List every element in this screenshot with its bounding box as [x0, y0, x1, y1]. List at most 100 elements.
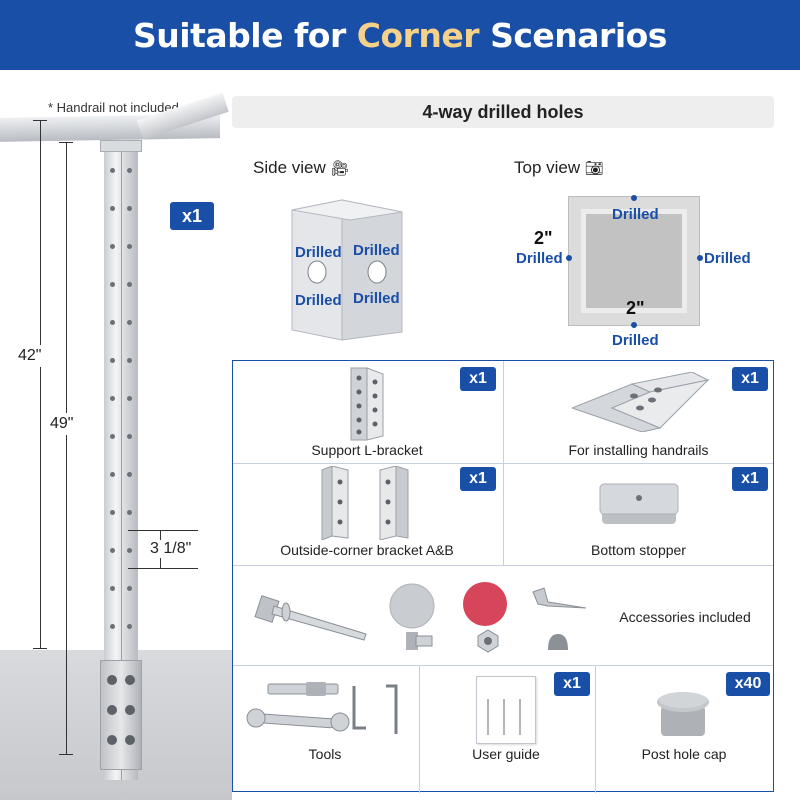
user-guide-label: User guide	[472, 746, 540, 762]
corner-bracket-qty: x1	[460, 467, 496, 491]
camera-icon: 🎥︎	[330, 160, 350, 177]
top-drilled-right: Drilled	[704, 250, 751, 267]
side-drilled-2: Drilled	[353, 242, 400, 259]
dim-42-tick-top	[33, 120, 47, 121]
handrail-plate-qty: x1	[732, 367, 768, 391]
tools-label: Tools	[308, 746, 342, 762]
post-hole	[110, 244, 115, 249]
grid-divider	[503, 361, 504, 565]
tools-image	[246, 682, 398, 734]
post-hole	[110, 168, 115, 173]
camera-icon: 📷︎	[584, 160, 604, 177]
post-hole	[110, 320, 115, 325]
top-dim-left: 2"	[534, 228, 553, 248]
post-hole	[127, 510, 132, 515]
post-hole	[110, 206, 115, 211]
top-drilled-top: Drilled	[612, 206, 659, 223]
post-hole	[110, 358, 115, 363]
side-drilled-1: Drilled	[295, 244, 342, 261]
post-hole	[127, 586, 132, 591]
post-qty-badge: x1	[170, 202, 214, 230]
post-hole	[127, 472, 132, 477]
top-dot	[631, 195, 637, 201]
right-dot	[697, 255, 703, 261]
user-guide-image	[476, 676, 536, 744]
side-drilled-3: Drilled	[295, 292, 342, 309]
top-drilled-bottom: Drilled	[612, 332, 659, 349]
guide-illustration-line	[487, 699, 489, 735]
left-dot	[566, 255, 572, 261]
base-hole	[107, 705, 117, 715]
side-view-graphic	[291, 199, 403, 341]
bottom-dot	[631, 322, 637, 328]
accessories-label: Accessories included	[619, 609, 751, 625]
top-view-inner	[581, 209, 687, 313]
base-plate	[100, 660, 142, 770]
top-view-label: Top view 📷︎	[514, 158, 604, 178]
bottom-stopper-label: Bottom stopper	[591, 542, 686, 558]
guide-illustration-line	[503, 699, 505, 735]
dim-49-label: 49"	[50, 413, 74, 435]
base-hole	[107, 735, 117, 745]
top-drilled-left: Drilled	[516, 250, 563, 267]
base-hole	[107, 675, 117, 685]
title-banner: Suitable for Corner Scenarios	[0, 0, 800, 70]
post-cap-qty: x40	[726, 672, 770, 696]
banner-title: Suitable for Corner Scenarios	[133, 16, 667, 55]
dim-318-tick-bottom	[128, 568, 198, 569]
post-hole	[127, 548, 132, 553]
post-hole	[127, 358, 132, 363]
post-hole	[127, 624, 132, 629]
support-bracket-qty: x1	[460, 367, 496, 391]
dim-318-label: 3 1/8"	[148, 540, 194, 558]
post-hole	[110, 510, 115, 515]
support-bracket-label: Support L-bracket	[311, 442, 423, 458]
dim-42-line	[40, 120, 41, 648]
title-part2: Scenarios	[479, 15, 667, 55]
post-hole	[127, 434, 132, 439]
title-part1: Suitable for	[133, 15, 357, 55]
accessories-image	[254, 582, 587, 653]
bottom-stopper-image	[599, 483, 679, 524]
title-highlight: Corner	[356, 15, 480, 55]
post-hole	[127, 320, 132, 325]
dim-49-tick-top	[59, 142, 73, 143]
top-view-graphic	[568, 196, 700, 326]
corner-bracket-image	[321, 466, 409, 540]
handrail-plate-image	[572, 372, 710, 432]
post-hole	[110, 586, 115, 591]
post-hole	[110, 624, 115, 629]
dim-49-line	[66, 142, 67, 754]
dim-42-tick-bottom	[33, 648, 47, 649]
post-hole	[127, 206, 132, 211]
guide-illustration-line	[519, 699, 521, 735]
holes-title: 4-way drilled holes	[232, 96, 774, 128]
post-top	[100, 140, 142, 152]
post-edge	[121, 140, 122, 780]
dim-49-tick-bottom	[59, 754, 73, 755]
grid-divider	[233, 665, 773, 666]
side-view-label: Side view 🎥︎	[253, 158, 350, 178]
corner-bracket-label: Outside-corner bracket A&B	[280, 542, 454, 558]
parts-grid	[232, 360, 774, 793]
post-cap-label: Post hole cap	[641, 746, 727, 762]
base-hole	[125, 675, 135, 685]
grid-divider	[595, 665, 596, 793]
base-hole	[125, 705, 135, 715]
post-hole	[110, 396, 115, 401]
grid-divider	[233, 565, 773, 566]
post-hole	[127, 282, 132, 287]
bottom-stopper-qty: x1	[732, 467, 768, 491]
post-hole	[110, 548, 115, 553]
post-cap-image	[657, 692, 709, 736]
dim-42-label: 42"	[18, 345, 42, 367]
post-hole	[110, 434, 115, 439]
post-hole	[110, 472, 115, 477]
user-guide-qty: x1	[554, 672, 590, 696]
support-bracket-image	[350, 367, 384, 441]
side-view-text: Side view	[253, 158, 326, 177]
post-hole	[127, 396, 132, 401]
handrail-note: * Handrail not included	[48, 100, 179, 115]
post-hole	[127, 244, 132, 249]
dim-318-tick-top	[128, 530, 198, 531]
